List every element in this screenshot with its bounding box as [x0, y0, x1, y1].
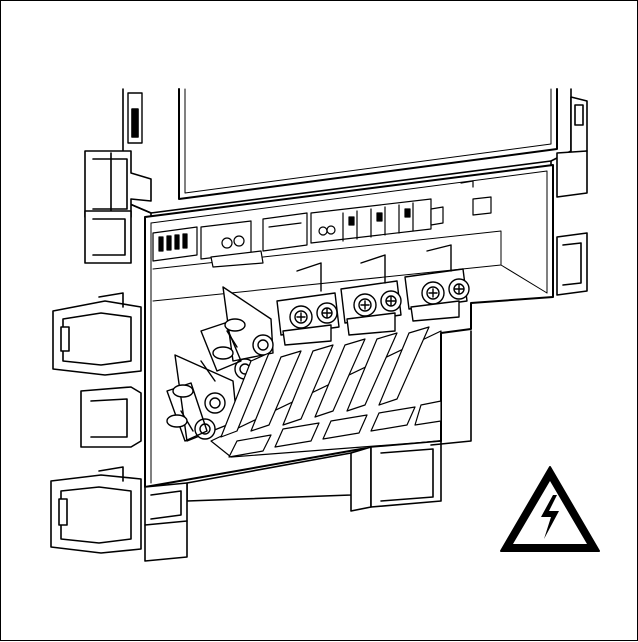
- power-terminals-diagonal: [166, 286, 274, 442]
- left-mounting-clips: [50, 150, 152, 554]
- ribbed-support-grid: [210, 326, 442, 458]
- lower-channel-housing: [144, 330, 472, 562]
- high-voltage-warning-icon: [500, 466, 600, 552]
- terminal-block-strip: [152, 180, 492, 268]
- power-terminals-top-row: [276, 244, 470, 346]
- right-mounting-clips: [556, 96, 588, 296]
